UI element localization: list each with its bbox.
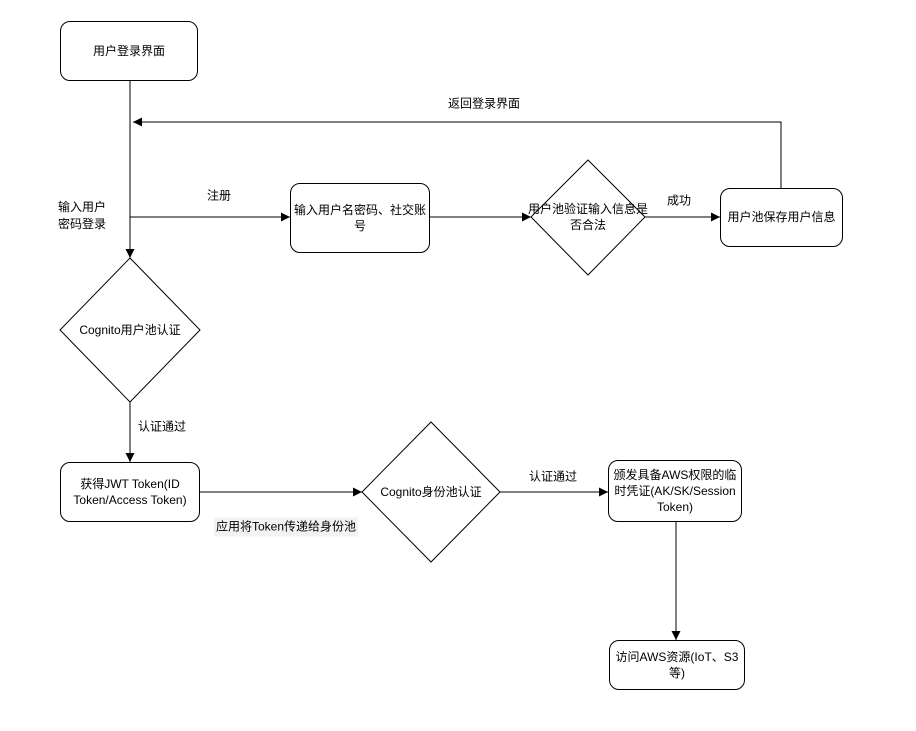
edge-label-pass-token: 应用将Token传递给身份池 <box>213 517 359 537</box>
node-userpool-save-label: 用户池保存用户信息 <box>727 210 836 225</box>
edge-label-return-login: 返回登录界面 <box>447 96 521 111</box>
edge-label-auth-pass-identitypool: 认证通过 <box>528 469 578 484</box>
decision-cognito-identitypool-auth-shape <box>361 421 501 563</box>
decision-userpool-validate-label: 用户池验证输入信息是否合法 <box>528 201 649 232</box>
node-temp-credentials-label: 颁发具备AWS权限的临时凭证(AK/SK/Session Token) <box>613 467 737 515</box>
decision-cognito-identitypool-auth-label: Cognito身份池认证 <box>380 484 482 499</box>
node-temp-credentials: 颁发具备AWS权限的临时凭证(AK/SK/Session Token) <box>608 460 742 522</box>
node-access-aws: 访问AWS资源(IoT、S3等) <box>609 640 745 690</box>
decision-cognito-userpool-auth-label: Cognito用户池认证 <box>79 322 181 337</box>
node-jwt-token-label: 获得JWT Token(ID Token/Access Token) <box>73 476 187 507</box>
edge-label-register: 注册 <box>206 188 232 203</box>
edge-label-success: 成功 <box>666 193 692 208</box>
node-login-ui-label: 用户登录界面 <box>92 43 165 58</box>
node-input-credentials-label: 输入用户名密码、社交账号 <box>294 202 427 233</box>
decision-userpool-validate-shape <box>530 159 646 276</box>
edge-return-to-login <box>133 117 782 188</box>
node-login-ui: 用户登录界面 <box>60 21 198 81</box>
edge-label-auth-pass-userpool: 认证通过 <box>137 419 187 434</box>
decision-cognito-userpool-auth-shape <box>59 257 201 403</box>
node-input-credentials: 输入用户名密码、社交账号 <box>290 183 430 253</box>
edge-label-input-password-login: 输入用户密码登录 <box>57 200 106 231</box>
node-jwt-token: 获得JWT Token(ID Token/Access Token) <box>60 462 200 522</box>
node-access-aws-label: 访问AWS资源(IoT、S3等) <box>615 649 739 680</box>
node-userpool-save: 用户池保存用户信息 <box>720 188 843 247</box>
